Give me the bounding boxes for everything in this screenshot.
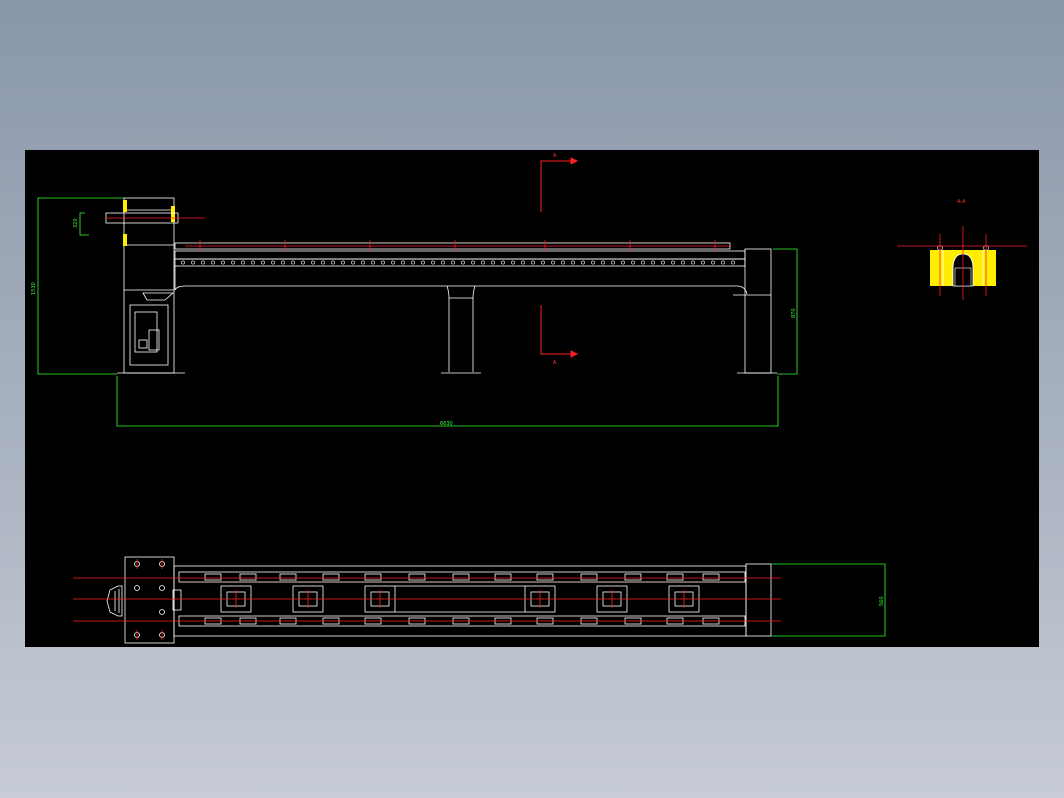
plan-head-unit bbox=[124, 556, 175, 644]
dim-height-left: 1530 bbox=[31, 282, 37, 295]
front-view bbox=[105, 197, 777, 374]
plan-frame bbox=[173, 565, 747, 637]
cad-drawing: A A 1530 320 870 6630 A-A bbox=[31, 153, 1027, 644]
section-cut-markers bbox=[540, 157, 579, 358]
cad-drawing-canvas: A A 1530 320 870 6630 A-A bbox=[25, 150, 1039, 647]
dim-plan-width: 560 bbox=[879, 596, 885, 606]
dim-overall-length: 6630 bbox=[440, 421, 453, 427]
section-label: A-A bbox=[957, 199, 966, 205]
roller-row bbox=[181, 260, 735, 265]
section-view bbox=[897, 226, 1027, 300]
dim-height-right: 870 bbox=[791, 308, 797, 318]
plan-tail-unit bbox=[745, 563, 772, 637]
dimension-lines bbox=[37, 197, 798, 427]
tail-unit bbox=[744, 248, 772, 374]
dim-top-small: 320 bbox=[73, 218, 79, 228]
plan-center-lines bbox=[73, 559, 781, 640]
section-mark-bottom: A bbox=[553, 360, 557, 366]
control-box bbox=[129, 304, 169, 366]
beam-center-marks bbox=[106, 217, 730, 252]
section-mark-top: A bbox=[553, 153, 557, 159]
plan-view bbox=[106, 556, 772, 644]
plan-dimension bbox=[771, 563, 886, 637]
